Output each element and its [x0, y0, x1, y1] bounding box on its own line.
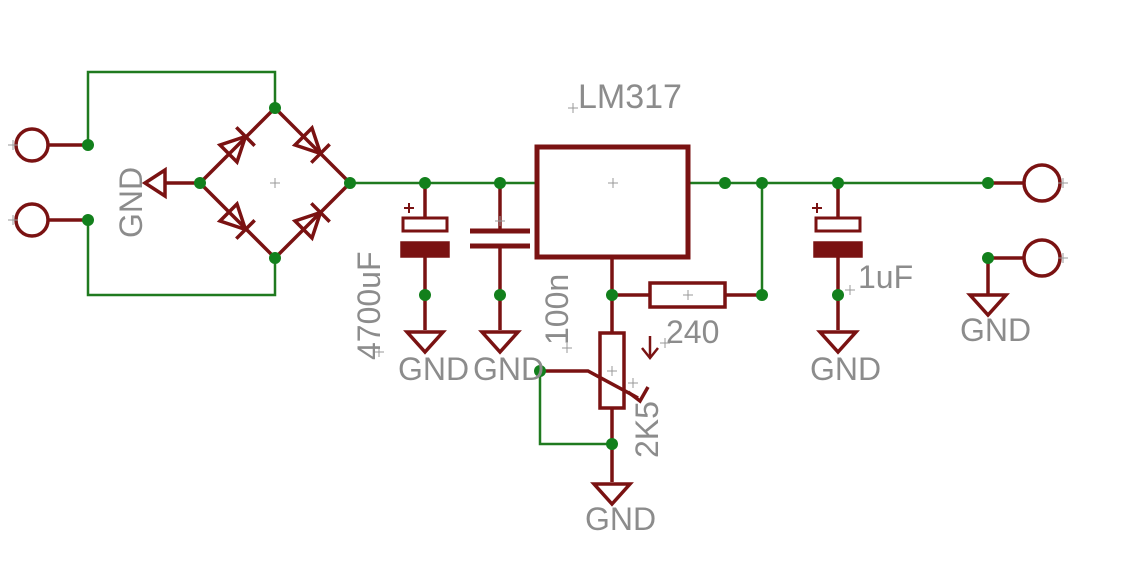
wire-top-loop: [86, 70, 277, 145]
diode-d3: [216, 200, 256, 240]
pot-value-label: 2K5: [629, 401, 665, 458]
junction-dot: [756, 177, 768, 189]
junction-dot: [606, 438, 618, 450]
junction-dot: [494, 177, 506, 189]
gnd-label-output: GND: [960, 312, 1031, 348]
junction-dot: [194, 177, 206, 189]
junction-dot: [269, 102, 281, 114]
junction-dot: [82, 214, 94, 226]
output-terminal-bottom: [1022, 238, 1062, 278]
c3-value-label: 1uF: [858, 259, 913, 295]
capacitor-c2: [470, 183, 530, 330]
junction-dot: [82, 139, 94, 151]
bridge-rectifier: [198, 106, 352, 260]
junction-dot: [832, 177, 844, 189]
wires: [86, 70, 1022, 446]
junction-dot: [534, 365, 546, 377]
junction-dot: [269, 252, 281, 264]
wire-pot-wiper: [538, 371, 612, 446]
diode-d2: [291, 124, 331, 164]
gnd-label-c3: GND: [810, 351, 881, 387]
gnd-label-c2: GND: [473, 351, 544, 387]
wire-bottom-loop: [86, 220, 277, 297]
junction-dot: [719, 177, 731, 189]
junction-dot: [419, 177, 431, 189]
gnd-symbol-pot: [590, 482, 634, 507]
junction-dot: [344, 177, 356, 189]
origin-marks: [8, 103, 1068, 388]
c2-value-label: 100n: [539, 274, 575, 345]
capacitor-c3: [812, 183, 863, 330]
r1-value-label: 240: [666, 314, 719, 350]
junction-dot: [982, 252, 994, 264]
gnd-label-bridge: GND: [113, 167, 149, 238]
input-terminal-bottom: [14, 202, 50, 238]
junction-dot: [832, 289, 844, 301]
components: [14, 106, 1062, 507]
regulator-body: [534, 144, 691, 260]
gnd-symbol-c1: [403, 330, 447, 355]
resistor-r1: [612, 281, 762, 309]
gnd-symbol-c2: [478, 330, 522, 355]
junction-dot: [756, 289, 768, 301]
gnd-label-pot: GND: [585, 501, 656, 537]
diode-d1: [216, 126, 256, 166]
arrow-indicator: [641, 336, 659, 361]
c1-value-label: 4700uF: [351, 251, 387, 360]
junctions: [82, 102, 994, 450]
junction-dot: [419, 289, 431, 301]
diode-d4: [291, 202, 331, 242]
regulator-label: LM317: [578, 78, 682, 116]
junction-dot: [982, 177, 994, 189]
input-terminal-top: [14, 127, 50, 163]
junction-dot: [606, 289, 618, 301]
capacitor-c1: [400, 183, 450, 330]
gnd-label-c1: GND: [398, 351, 469, 387]
output-terminal-top: [1022, 163, 1062, 203]
gnd-symbol-c3: [816, 330, 860, 355]
gnd-symbol-output: [966, 293, 1010, 318]
junction-dot: [494, 289, 506, 301]
